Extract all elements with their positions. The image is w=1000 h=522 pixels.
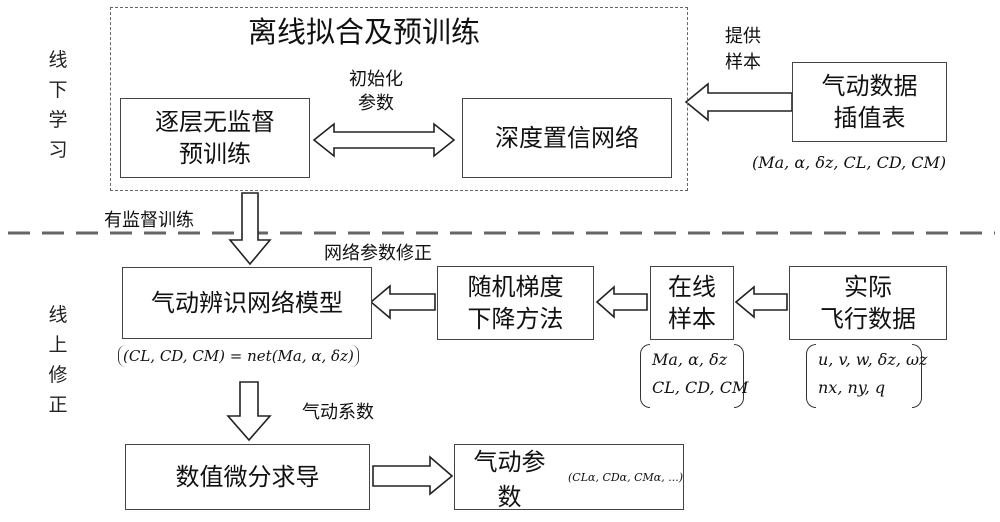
numdiff-to-param-arrow — [372, 455, 454, 496]
supervised-down-arrow — [228, 192, 272, 266]
init-param-double-arrow — [312, 122, 456, 158]
offline-training-group — [110, 7, 688, 191]
provide-sample-label: 提供样本 — [725, 26, 761, 73]
pretrain-box: 逐层无监督预训练 — [120, 98, 310, 178]
network-correction-label: 网络参数修正 — [324, 243, 432, 264]
dbn-box: 深度置信网络 — [462, 98, 672, 178]
coef-label: 气动系数 — [302, 402, 374, 423]
offline-title: 离线拟合及预训练 — [248, 15, 481, 49]
online-sample-paren-left — [640, 344, 650, 408]
aero-param-vars: (CLα, CDα, CMα, ...) — [568, 470, 683, 484]
provide-sample-arrow — [684, 82, 793, 122]
supervised-label: 有监督训练 — [104, 210, 194, 231]
aero-table-box: 气动数据插值表 — [792, 62, 947, 142]
model-formula: (CL, CD, CM) = net(Ma, α, δz) — [118, 345, 359, 367]
aero-param-box: 气动参数 (CLα, CDα, CMα, ...) — [454, 444, 684, 511]
coef-down-arrow — [226, 381, 272, 442]
sample-to-sgd-arrow — [595, 285, 648, 319]
aero-param-label: 气动参数 — [473, 448, 546, 511]
offline-side-label: 线下 学习 — [48, 49, 68, 161]
model-box: 气动辨识网络模型 — [122, 267, 372, 339]
online-side-label: 线上 修正 — [48, 304, 68, 416]
flight-data-paren-left — [806, 344, 816, 408]
numdiff-box: 数值微分求导 — [125, 444, 370, 510]
sgd-to-model-arrow — [369, 284, 436, 320]
flight-to-sample-arrow — [734, 285, 788, 319]
aero-table-vars: (Ma, α, δz, CL, CD, CM) — [752, 153, 947, 172]
online-sample-box: 在线样本 — [650, 266, 734, 340]
init-param-label: 初始化参数 — [349, 69, 403, 114]
flight-data-box: 实际飞行数据 — [789, 266, 947, 340]
sgd-box: 随机梯度下降方法 — [437, 266, 594, 340]
